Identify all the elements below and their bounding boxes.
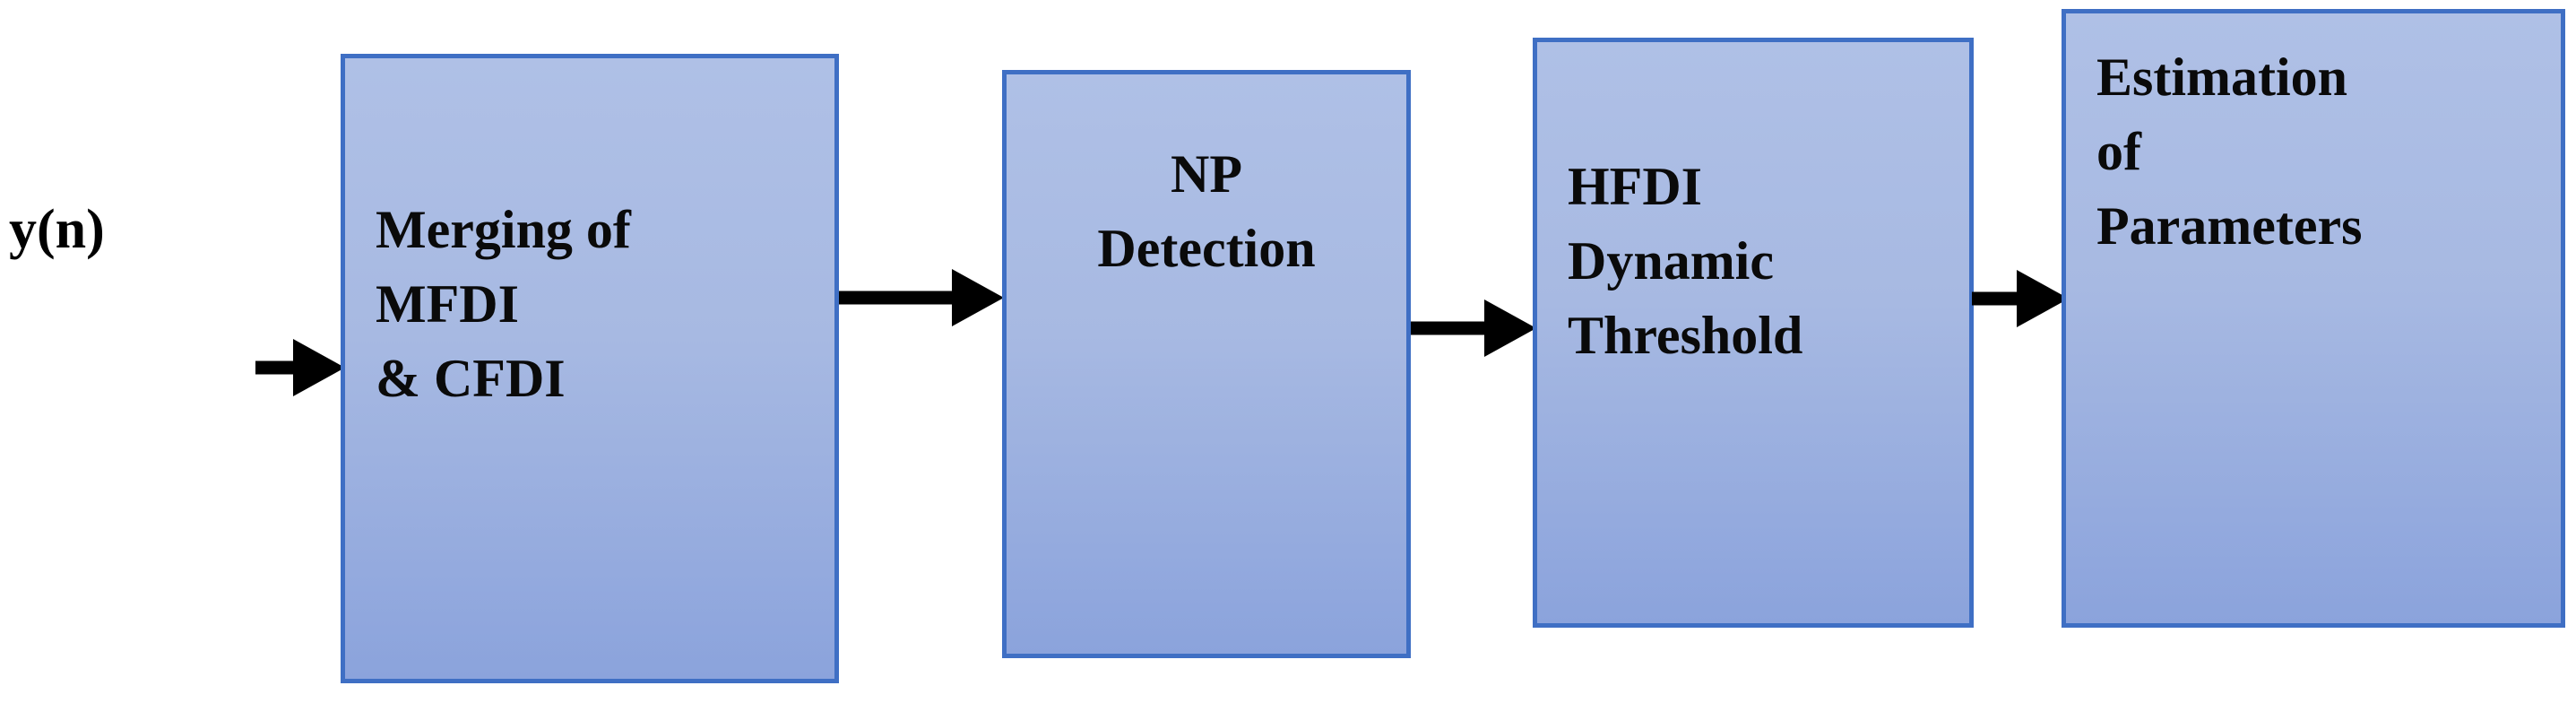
block-estimation-of-parameters[interactable]: Estimation of Parameters — [2062, 9, 2565, 628]
block-merging-of-mfdi-cfdi[interactable]: Merging of MFDI & CFDI — [341, 54, 839, 683]
block-estimation-line-3: Parameters — [2096, 195, 2363, 256]
block-hfdi-dynamic-threshold[interactable]: HFDI Dynamic Threshold — [1533, 38, 1974, 628]
block-merging-line-3: & CFDI — [376, 348, 566, 408]
block-hfdi-line-2: Dynamic — [1568, 230, 1774, 291]
block-hfdi-line-1: HFDI — [1568, 157, 1702, 216]
block-np-line-1: NP — [1171, 144, 1242, 204]
arrow-shaft — [1972, 291, 2024, 306]
arrow-shaft — [839, 291, 960, 305]
block-np-detection[interactable]: NP Detection — [1002, 70, 1411, 658]
arrow-head — [1484, 299, 1536, 357]
block-hfdi-line-3: Threshold — [1568, 305, 1803, 365]
block-np-line-2: Detection — [1097, 218, 1316, 278]
arrow-shaft — [255, 360, 300, 375]
arrow-head — [293, 339, 345, 396]
arrow-head — [2017, 270, 2069, 327]
arrow-shaft — [1411, 321, 1491, 335]
block-merging-line-2: MFDI — [376, 273, 519, 334]
arrow-head — [952, 269, 1004, 326]
block-merging-line-1: Merging of — [376, 200, 631, 259]
block-estimation-line-1: Estimation — [2096, 48, 2348, 107]
input-signal-label: y(n) — [9, 199, 105, 260]
block-estimation-line-2: of — [2096, 121, 2141, 181]
